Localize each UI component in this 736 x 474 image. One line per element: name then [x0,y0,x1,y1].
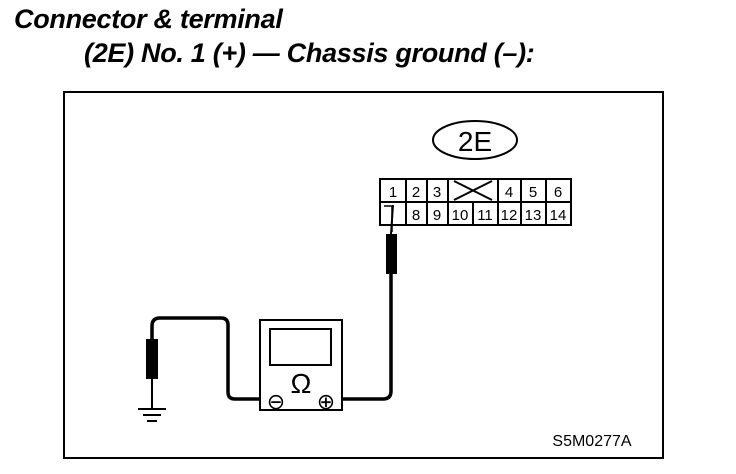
probe-negative-handle [146,339,158,379]
probe-positive-handle [386,234,397,274]
meter-positive-terminal-icon: ⊕ [317,389,335,414]
pin-12-label: 12 [501,207,518,224]
pin-13-label: 13 [525,207,542,224]
pin-14-label: 14 [550,207,567,224]
pin-2-label: 2 [412,184,420,201]
pin-10-label: 10 [452,207,469,224]
pin-3-label: 3 [433,184,441,201]
connector-label-ellipse [432,120,518,160]
pin-4-label: 4 [505,184,513,201]
diagram-frame [63,91,664,459]
meter-display [269,328,332,366]
pin-5-label: 5 [529,184,537,201]
chassis-ground-icon [138,408,166,422]
pin-8-label: 8 [412,207,420,224]
pin-9-label: 9 [433,207,441,224]
ohm-symbol: Ω [291,368,312,399]
probe-tip [384,205,393,232]
connector-label: 2E [458,126,492,157]
pin-11-label: 11 [477,207,493,224]
meter-negative-terminal-icon: ⊖ [267,389,285,414]
positive-lead-wire [334,274,393,401]
pin-1-label: 1 [389,184,397,201]
connector-2e [379,178,572,226]
pin-6-label: 6 [554,184,562,201]
title-line-1: Connector & terminal [14,4,283,34]
figure-id: S5M0277A [552,433,631,450]
negative-lead-wire [150,316,268,401]
title-line-2: (2E) No. 1 (+) — Chassis ground (–): [84,38,535,68]
ohmmeter: Ω ⊖ ⊕ [259,319,343,414]
